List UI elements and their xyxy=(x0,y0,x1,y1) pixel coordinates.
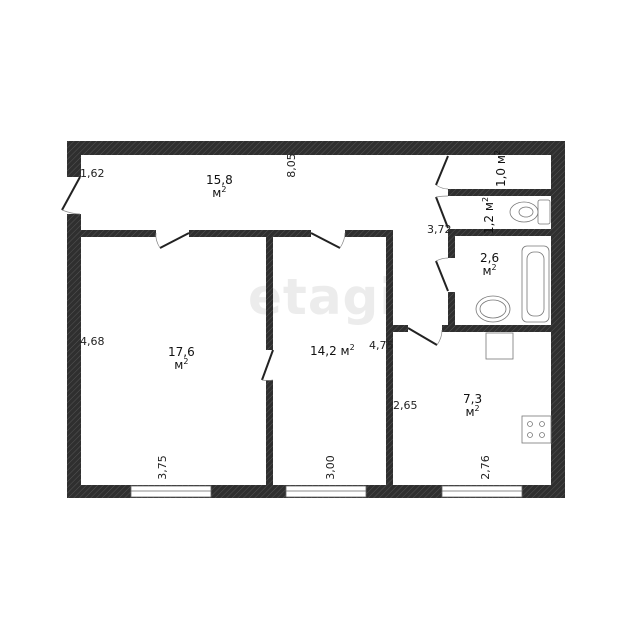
door-entrance xyxy=(61,176,81,211)
wall-left-lower xyxy=(67,214,81,498)
area-unit: м xyxy=(212,186,222,200)
area-unit: м xyxy=(494,155,509,165)
room-area-room-2: 14,2 м2 xyxy=(310,343,355,358)
dim-hall-length: 8,05 xyxy=(284,153,298,178)
dim-room2-depth: 4,75 xyxy=(369,339,394,352)
window-room1 xyxy=(130,485,212,498)
wall-kitchen-top-1 xyxy=(393,325,408,332)
room-area-toilet: 1,2 м2 xyxy=(481,196,497,235)
wall-kitchen-top-2 xyxy=(442,325,552,332)
window-kitchen xyxy=(441,485,523,498)
fixtures xyxy=(475,199,552,444)
area-unit: м xyxy=(465,405,475,419)
wall-left-upper xyxy=(67,141,81,177)
dim-room1-width: 3,75 xyxy=(155,455,169,480)
wall-hall-3 xyxy=(345,230,393,237)
wall-room-divider-upper xyxy=(266,237,273,350)
area-unit: м xyxy=(482,264,492,278)
wall-top xyxy=(67,141,565,155)
doors xyxy=(61,155,449,381)
wall-right xyxy=(551,141,565,498)
dim-room2-width: 3,00 xyxy=(323,455,337,480)
window-room2 xyxy=(285,485,367,498)
wall-hall-1 xyxy=(80,230,156,237)
area-unit: м xyxy=(174,358,184,372)
area-value: 1,0 xyxy=(494,167,509,188)
door-between-rooms xyxy=(261,349,274,381)
dim-hall-width: 1,62 xyxy=(80,167,105,180)
stove-icon xyxy=(521,415,552,444)
windows xyxy=(130,485,523,498)
toilet-tank xyxy=(537,199,551,225)
door-arcs xyxy=(61,184,449,381)
door-toilet xyxy=(435,196,449,229)
room-area-storage: 1,0 м2 xyxy=(493,149,509,188)
wall-bath-left-upper xyxy=(448,236,455,258)
wall-room-divider-lower xyxy=(266,380,273,485)
area-unit: м xyxy=(482,202,497,212)
dim-kitchen-depth: 2,65 xyxy=(393,399,418,412)
dim-corridor-length: 3,72 xyxy=(427,223,452,236)
door-bathroom xyxy=(435,260,449,292)
wall-room2-kitchen xyxy=(386,230,393,485)
wall-storage-toilet xyxy=(448,189,552,196)
dim-room1-depth: 4,68 xyxy=(80,335,105,348)
wall-toilet-bath xyxy=(448,229,552,236)
dim-kitchen-width: 2,76 xyxy=(478,455,492,480)
wall-bath-left-lower xyxy=(448,292,455,332)
area-value: 14,2 xyxy=(310,344,337,358)
area-value: 15,8 xyxy=(206,173,233,187)
area-value: 2,6 xyxy=(480,251,500,265)
area-unit: м xyxy=(340,344,350,358)
area-value: 1,2 xyxy=(482,214,497,235)
door-storage xyxy=(435,155,449,186)
area-value: 7,3 xyxy=(463,392,483,406)
kitchen-sink-icon xyxy=(485,332,514,360)
door-room2 xyxy=(310,232,341,249)
area-value: 17,6 xyxy=(168,345,195,359)
wall-hall-2 xyxy=(189,230,311,237)
door-kitchen xyxy=(407,327,438,346)
door-room1 xyxy=(159,232,190,249)
